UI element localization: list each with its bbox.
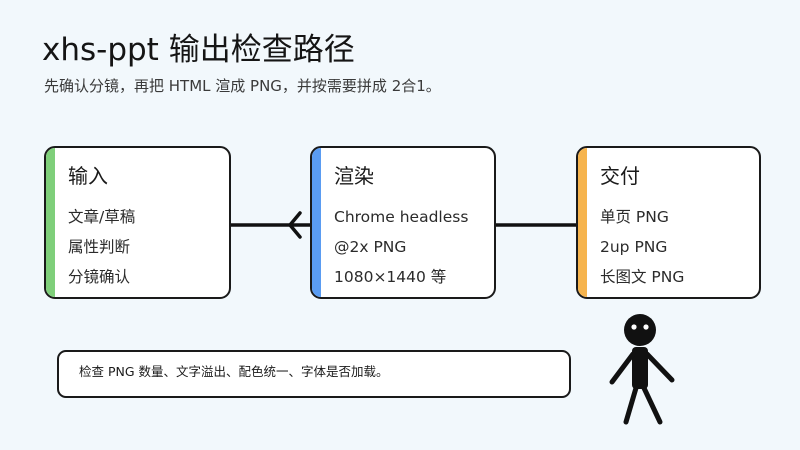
stage-item-list: 文章/草稿 属性判断 分镜确认: [68, 202, 135, 292]
stage-accent-bar: [578, 148, 587, 297]
checklist-note-text: 检查 PNG 数量、文字溢出、配色统一、字体是否加载。: [79, 364, 389, 379]
page-title: xhs-ppt 输出检查路径: [42, 32, 355, 68]
stage-card-input: 输入 文章/草稿 属性判断 分镜确认: [44, 146, 231, 299]
stick-figure-icon: [609, 314, 675, 425]
stage-item: @2x PNG: [334, 238, 407, 256]
stage-accent-bar: [312, 148, 321, 297]
stage-card-render: 渲染 Chrome headless @2x PNG 1080×1440 等: [310, 146, 496, 299]
stage-item: 单页 PNG: [600, 208, 669, 226]
stage-item: 1080×1440 等: [334, 268, 447, 286]
stage-item: 长图文 PNG: [600, 268, 685, 286]
stage-item: 分镜确认: [68, 268, 131, 286]
stage-item: 属性判断: [68, 238, 131, 256]
connector-render-deliver: [496, 211, 590, 239]
stage-item-list: Chrome headless @2x PNG 1080×1440 等: [334, 202, 468, 292]
stage-item: 2up PNG: [600, 238, 668, 256]
connector-input-render: [231, 211, 310, 239]
stage-title: 交付: [600, 164, 640, 188]
stage-title: 输入: [68, 164, 108, 188]
stage-accent-bar: [46, 148, 55, 297]
stage-item-list: 单页 PNG 2up PNG 长图文 PNG: [600, 202, 684, 292]
stage-item: Chrome headless: [334, 208, 469, 226]
stage-card-deliver: 交付 单页 PNG 2up PNG 长图文 PNG: [576, 146, 761, 299]
stage-title: 渲染: [334, 164, 374, 188]
page-subtitle: 先确认分镜，再把 HTML 渲成 PNG，并按需要拼成 2合1。: [44, 77, 441, 95]
checklist-note: 检查 PNG 数量、文字溢出、配色统一、字体是否加载。: [57, 350, 571, 398]
stage-item: 文章/草稿: [68, 208, 136, 226]
